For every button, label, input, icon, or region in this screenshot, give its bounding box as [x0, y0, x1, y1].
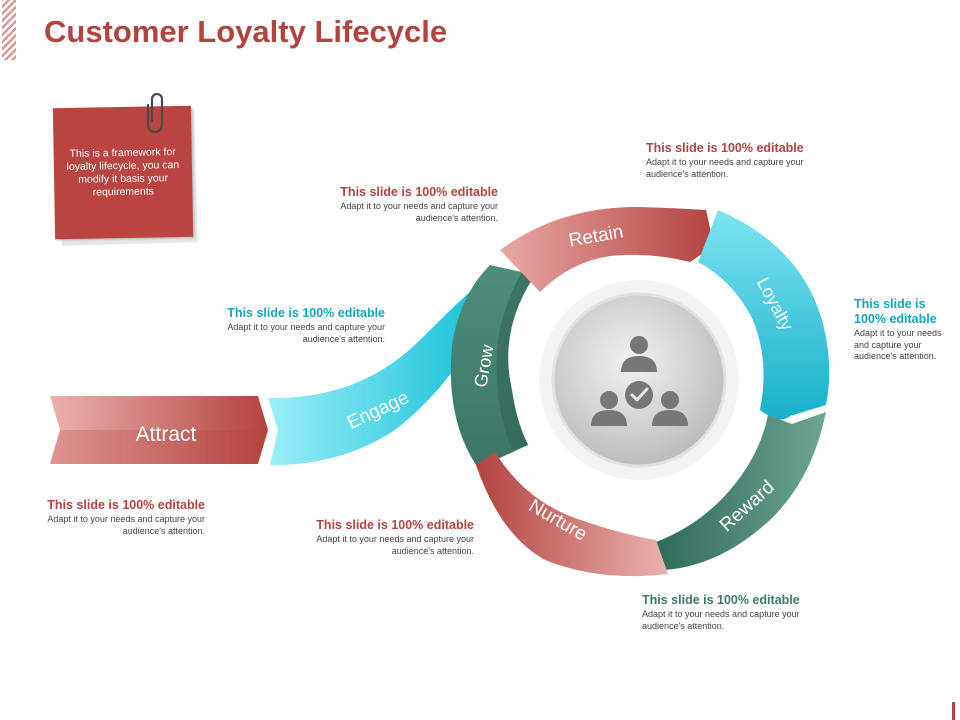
stage-reward-shape — [656, 412, 826, 570]
stage-nurture-shape — [476, 452, 668, 577]
callout-heading: This slide is 100% editable — [47, 498, 205, 512]
callout-heading: This slide is 100% editable — [646, 141, 804, 155]
callout-body: Adapt it to your needs and capture your … — [646, 157, 804, 179]
callout-body: Adapt it to your needs and capture your … — [47, 514, 205, 536]
callout-heading: This slide is 100% editable — [642, 593, 800, 607]
corner-stripes — [2, 0, 16, 60]
center-disc — [551, 292, 727, 468]
stage-engage-shape — [268, 290, 472, 466]
paperclip-icon — [146, 92, 164, 134]
callout-retain: This slide is 100% editable Adapt it to … — [300, 185, 498, 224]
callout-heading: This slide is 100% editable — [227, 306, 385, 320]
stage-attract-shape — [50, 396, 268, 464]
callout-engage: This slide is 100% editable Adapt it to … — [195, 306, 385, 345]
callout-body: Adapt it to your needs and capture your … — [854, 328, 942, 361]
stage-attract-label: Attract — [136, 423, 197, 446]
callout-attract: This slide is 100% editable Adapt it to … — [20, 498, 205, 537]
callout-body: Adapt it to your needs and capture your … — [227, 322, 385, 344]
callout-heading: This slide is 100% editable — [340, 185, 498, 199]
callout-heading: This slide is 100% editable — [854, 297, 937, 326]
stage-loyalty-shape — [698, 210, 830, 420]
bottom-accent-bar — [952, 702, 955, 720]
stage-attract-fold — [50, 430, 268, 464]
callout-reward: This slide is 100% editable Adapt it to … — [642, 593, 832, 632]
callout-grow: This slide is 100% editable Adapt it to … — [854, 297, 954, 363]
slide-title: Customer Loyalty Lifecycle — [44, 14, 448, 49]
team-badge-icon — [591, 336, 688, 426]
callout-body: Adapt it to your needs and capture your … — [642, 609, 800, 631]
callout-body: Adapt it to your needs and capture your … — [340, 201, 498, 223]
callout-heading: This slide is 100% editable — [316, 518, 474, 532]
stage-retain-shape — [500, 206, 714, 292]
callout-nurture: This slide is 100% editable Adapt it to … — [298, 518, 474, 557]
stage-grow-inner — [496, 272, 535, 450]
callout-body: Adapt it to your needs and capture your … — [316, 534, 474, 556]
callout-loyalty-top: This slide is 100% editable Adapt it to … — [646, 141, 846, 180]
sticky-note: This is a framework for loyalty lifecycl… — [52, 92, 198, 246]
